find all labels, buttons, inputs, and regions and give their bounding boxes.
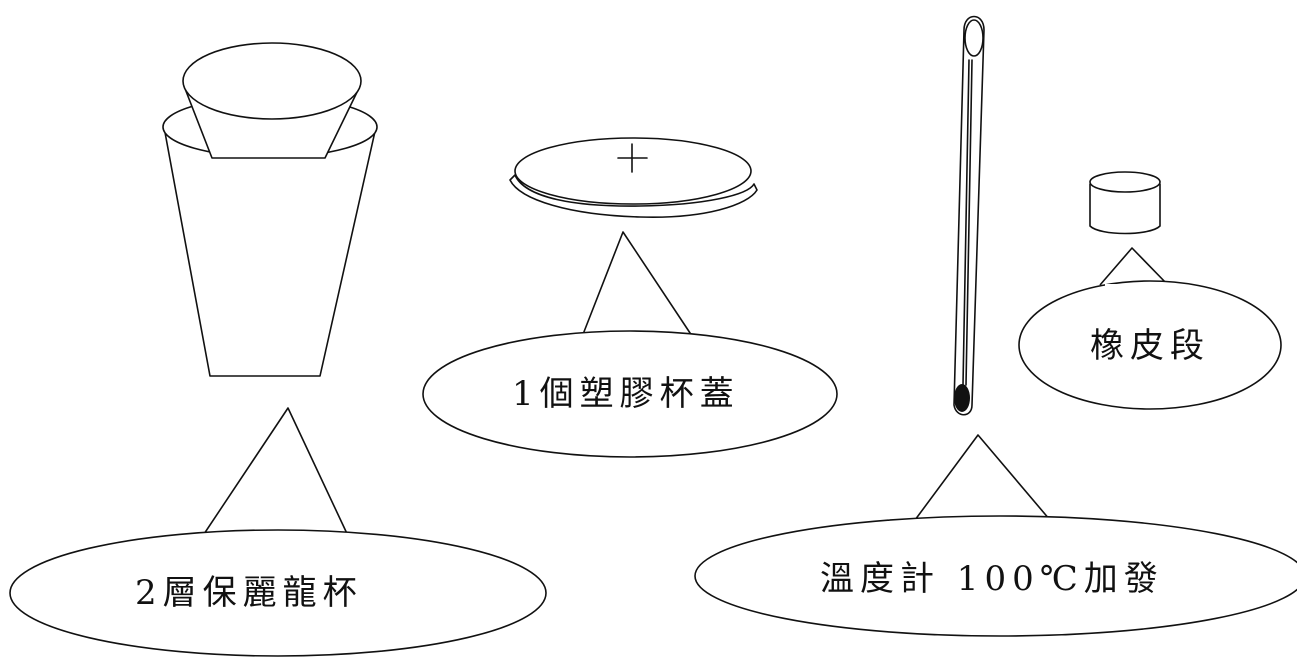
lid-label: 1個塑膠杯蓋 — [512, 374, 740, 414]
styrofoam-cup-drawing — [162, 42, 378, 377]
thermometer-drawing — [953, 15, 985, 416]
thermometer-callout: 溫度計 100℃加發 — [694, 434, 1297, 637]
rubber-label: 橡皮段 — [1090, 326, 1210, 366]
plastic-lid-drawing — [509, 137, 758, 218]
thermometer-label: 溫度計 100℃加發 — [820, 559, 1164, 599]
rubber-callout: 橡皮段 — [1018, 247, 1282, 410]
cup-callout: 2層保麗龍杯 — [9, 407, 547, 657]
rubber-segment-drawing — [1089, 171, 1161, 235]
cup-label: 2層保麗龍杯 — [135, 573, 363, 613]
lid-callout: 1個塑膠杯蓋 — [422, 231, 838, 458]
